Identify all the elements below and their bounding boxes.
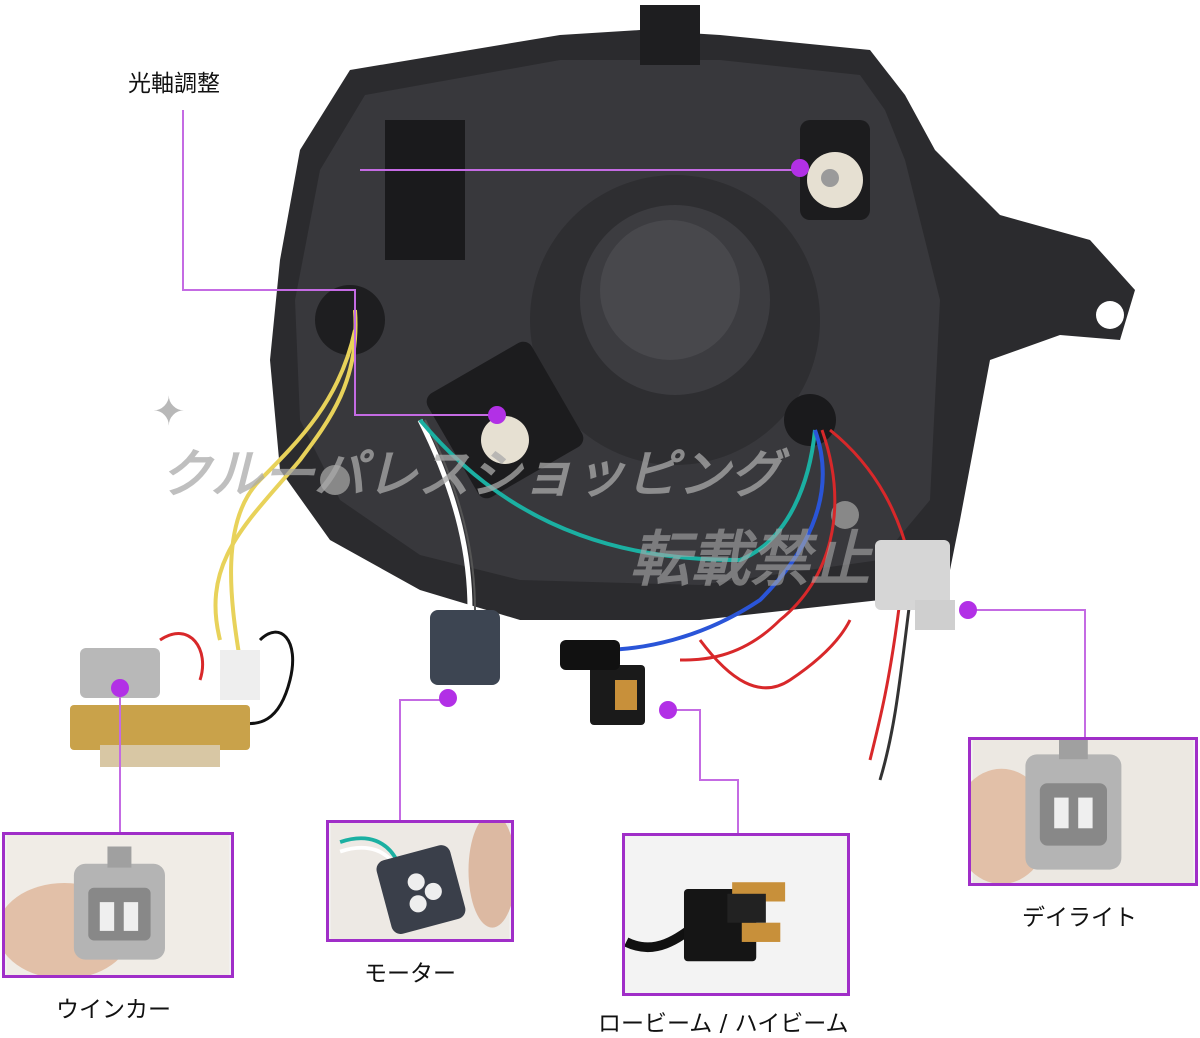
callout-dot-motor xyxy=(439,689,457,707)
callout-dot-day-light xyxy=(959,601,977,619)
label-motor: モーター xyxy=(364,961,456,987)
inset-turn-signal-connector xyxy=(2,832,234,978)
label-turn-signal: ウインカー xyxy=(56,997,171,1023)
label-optical-axis-adjustment: 光軸調整 xyxy=(128,71,220,97)
callout-dot-turn-signal xyxy=(111,679,129,697)
watermark-sparkle-icon: ✦ xyxy=(152,389,186,435)
inset-beam-connector xyxy=(622,833,850,996)
callout-dot-beam xyxy=(659,701,677,719)
inset-day-light-connector xyxy=(968,737,1198,886)
label-day-light: デイライト xyxy=(1022,905,1137,931)
load-resistor xyxy=(70,705,250,750)
watermark-shop-name: クルーパレスショッピング xyxy=(160,445,790,505)
inset-motor-connector xyxy=(326,820,514,942)
callout-dot-optical-axis-top xyxy=(791,159,809,177)
callout-dot-optical-axis-mid xyxy=(488,406,506,424)
watermark-copy-notice: 転載禁止 xyxy=(630,525,874,595)
